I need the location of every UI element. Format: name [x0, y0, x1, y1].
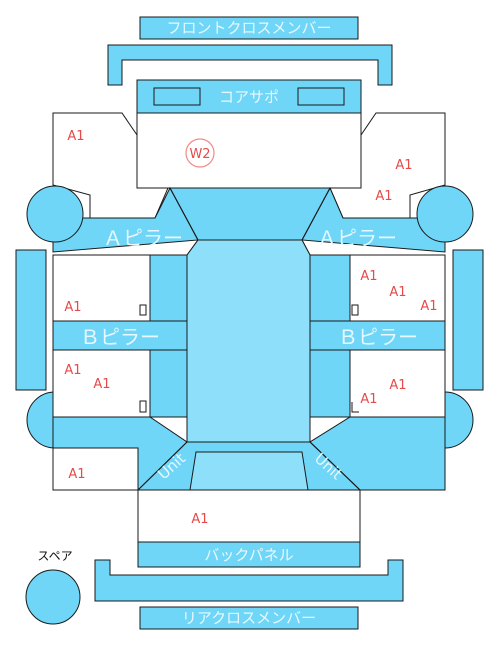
- right-front-door-handle: [351, 304, 359, 316]
- back-panel[interactable]: [137, 541, 361, 568]
- left-quarter-area[interactable]: [52, 447, 139, 491]
- rear-cross-member-label: リアクロスメンバー: [182, 609, 316, 627]
- damage-left-rear-door-2: A1: [93, 377, 110, 392]
- core-support-right-slot: [297, 87, 345, 106]
- damage-right-fender-2: A1: [375, 189, 392, 204]
- damage-right-fender-1: A1: [395, 158, 412, 173]
- core-support-left-slot: [153, 87, 201, 106]
- damage-left-front-door: A1: [64, 300, 81, 315]
- right-rear-door[interactable]: [349, 349, 446, 418]
- spare-label: スペア: [37, 549, 72, 563]
- right-front-door[interactable]: [349, 254, 446, 322]
- left-front-door[interactable]: [52, 254, 151, 322]
- damage-left-quarter: A1: [68, 467, 85, 482]
- spare-tire[interactable]: [25, 569, 81, 625]
- front-bumper[interactable]: [107, 44, 393, 86]
- damage-left-rear-door-1: A1: [64, 363, 81, 378]
- b-pillar-left-label: Ｂピラー: [80, 325, 160, 349]
- damage-right-rear-door-2: A1: [360, 392, 377, 407]
- front-cross-member-label: フロントクロスメンバー: [166, 19, 331, 37]
- a-pillar-left-label: Ａピラー: [103, 226, 183, 250]
- trunk[interactable]: [137, 489, 361, 543]
- front-cross-member-panel[interactable]: [139, 16, 359, 40]
- left-side-sill[interactable]: [15, 249, 47, 391]
- roof-panel[interactable]: [186, 239, 311, 443]
- left-front-door-handle: [139, 304, 147, 316]
- core-support-label: コアサポ: [219, 88, 279, 106]
- damage-circle-core-support: [185, 138, 215, 168]
- damage-core-support: W2: [189, 147, 210, 162]
- right-side-sill[interactable]: [452, 249, 484, 391]
- left-fender[interactable]: [52, 112, 169, 219]
- right-rear-door-handle: [351, 402, 359, 413]
- b-pillar-right[interactable]: [309, 320, 446, 351]
- left-rear-door[interactable]: [52, 349, 151, 418]
- damage-right-front-door-3: A1: [420, 299, 437, 314]
- damage-right-front-door-1: A1: [360, 269, 377, 284]
- rear-bumper[interactable]: [94, 559, 404, 602]
- damage-right-front-door-2: A1: [389, 285, 406, 300]
- tire-front-right[interactable]: [416, 185, 474, 243]
- damage-trunk: A1: [191, 512, 208, 527]
- b-pillar-right-label: Ｂピラー: [338, 325, 418, 349]
- right-quarter-panel[interactable]: [309, 416, 446, 491]
- a-pillar-right-label: Ａピラー: [317, 226, 397, 250]
- hood[interactable]: [136, 112, 362, 189]
- rear-cross-member-panel[interactable]: [139, 606, 359, 630]
- damage-left-fender: A1: [67, 129, 84, 144]
- back-panel-label: バックパネル: [204, 546, 293, 564]
- tire-front-left[interactable]: [26, 185, 84, 243]
- damage-right-rear-door-1: A1: [389, 378, 406, 393]
- left-rear-door-handle: [139, 400, 147, 413]
- rear-window[interactable]: [189, 451, 309, 491]
- b-pillar-left[interactable]: [52, 320, 188, 351]
